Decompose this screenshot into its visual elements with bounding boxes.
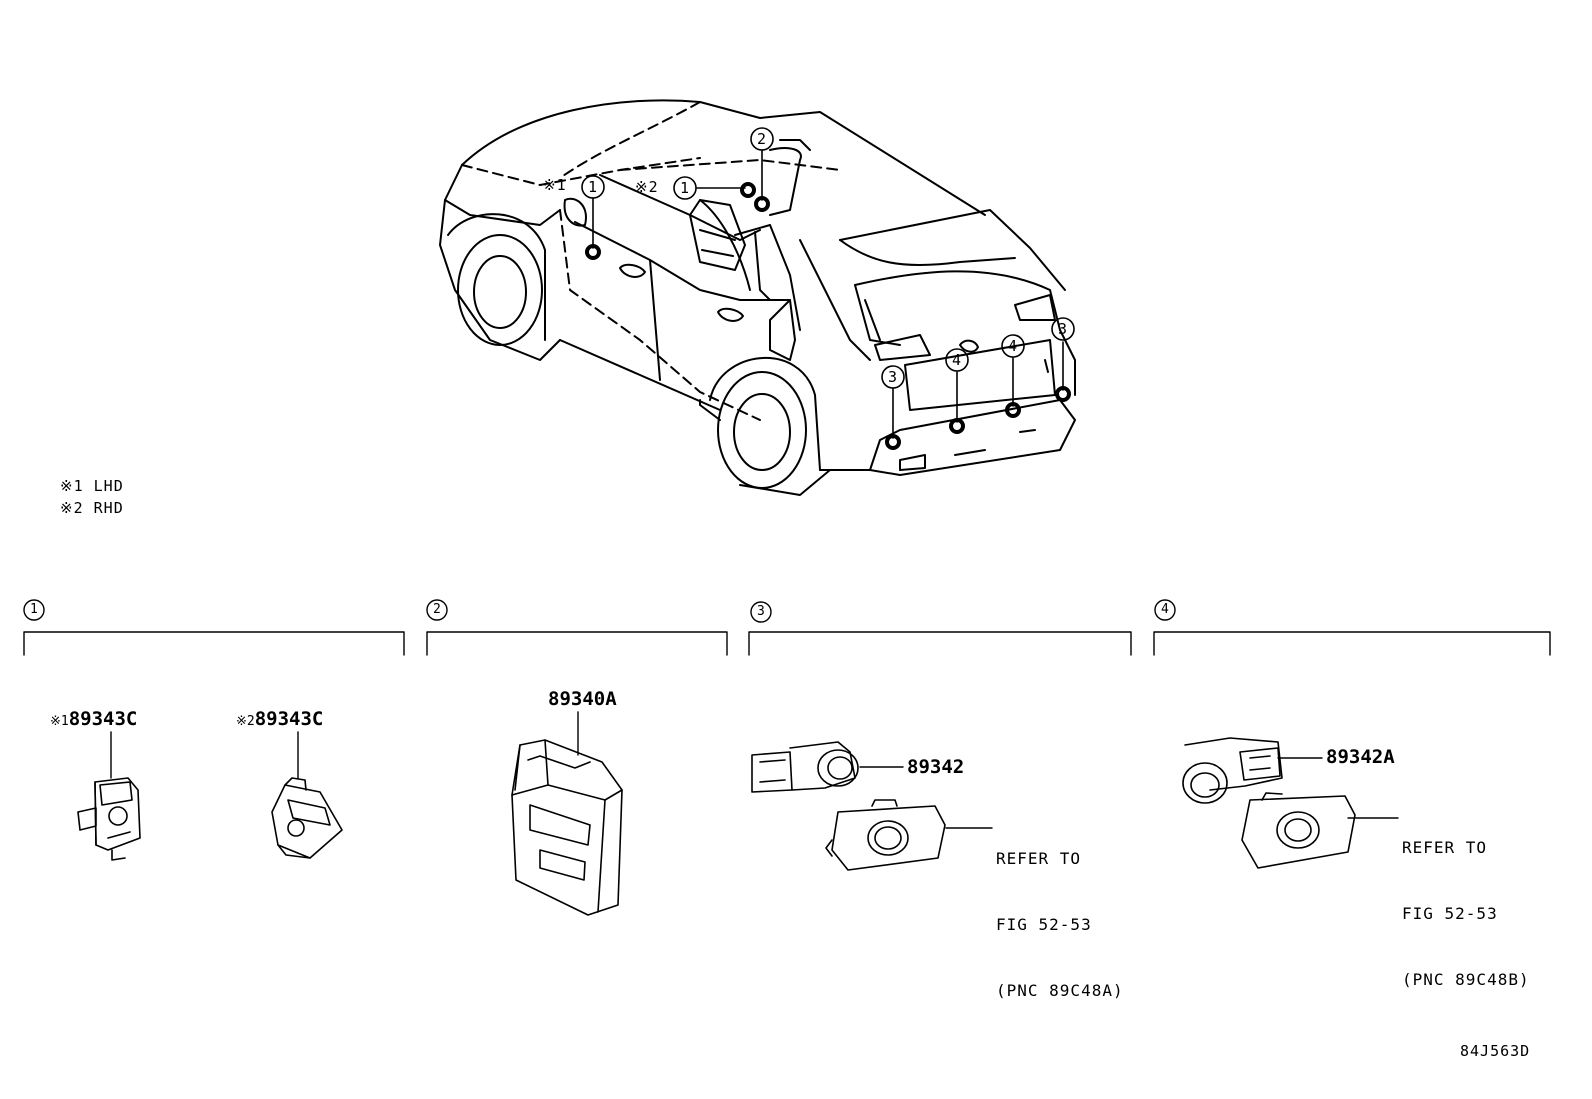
corner-sensor-icon: [751, 741, 946, 871]
group-circles: [23, 599, 1176, 623]
group-4-number: 4: [1161, 602, 1169, 617]
callout-4-left: 4: [952, 351, 963, 369]
sensor-location-dots: [585, 182, 1071, 450]
note-lhd-label: LHD: [93, 477, 124, 495]
sensor-dot-icon: [1005, 402, 1021, 418]
group-3-number: 3: [757, 604, 765, 619]
callout-leaders: [592, 149, 1064, 439]
sensor-dot-icon: [740, 182, 756, 198]
note-lhd-mark: ※1: [60, 477, 84, 495]
part-89343c-lhd-mark: ※1: [50, 714, 69, 729]
note-rhd-mark: ※2: [60, 499, 84, 517]
part-number-89340a: 89340A: [548, 688, 617, 710]
part-label-89343c-rhd: ※289343C: [236, 708, 323, 730]
part-number-89342a: 89342A: [1326, 746, 1395, 768]
callout-4-right: 4: [1008, 337, 1019, 355]
sensor-dot-icon: [1055, 386, 1071, 402]
note-rhd: ※2 RHD: [60, 499, 124, 517]
callout-3-left: 3: [888, 368, 899, 386]
ref-b-line3: (PNC 89C48B): [1402, 970, 1530, 989]
sensor-dot-icon: [754, 196, 770, 212]
reference-note-b: REFER TO FIG 52-53 (PNC 89C48B): [1402, 793, 1530, 1013]
group-1-number: 1: [30, 602, 38, 617]
sonar-ecu-icon: [511, 739, 623, 916]
back-sensor-icon: [1182, 737, 1356, 869]
ref-b-line1: REFER TO: [1402, 838, 1488, 857]
callout-2: 2: [757, 130, 768, 148]
vehicle-outline-icon: [439, 99, 1076, 496]
ref-a-line3: (PNC 89C48A): [996, 981, 1124, 1000]
ref-a-line2: FIG 52-53: [996, 915, 1092, 934]
ultrasonic-switch-lhd-icon: [77, 777, 141, 861]
part-number-89342: 89342: [907, 756, 965, 778]
callout-1-lhd: 1: [588, 178, 599, 196]
callout-3-right: 3: [1058, 320, 1069, 338]
reference-note-a: REFER TO FIG 52-53 (PNC 89C48A): [996, 804, 1124, 1024]
note-lhd: ※1 LHD: [60, 477, 124, 495]
sensor-dot-icon: [585, 244, 601, 260]
callout-rhd-mark: ※2: [635, 178, 659, 196]
callout-1-rhd: 1: [680, 179, 691, 197]
callout-lhd-mark: ※1: [543, 176, 567, 194]
callout-circles: [581, 127, 1075, 389]
group-2-number: 2: [433, 602, 441, 617]
drawing-code: 84J563D: [1460, 1042, 1531, 1060]
ref-a-line1: REFER TO: [996, 849, 1082, 868]
sensor-dot-icon: [949, 418, 965, 434]
part-89343c-rhd-number: 89343C: [254, 708, 324, 730]
part-89343c-lhd-number: 89343C: [68, 708, 138, 730]
ref-b-line2: FIG 52-53: [1402, 904, 1498, 923]
part-leaders: [110, 711, 1399, 829]
sensor-dot-icon: [885, 434, 901, 450]
part-89343c-rhd-mark: ※2: [236, 714, 255, 729]
ultrasonic-switch-rhd-icon: [271, 777, 343, 859]
note-rhd-label: RHD: [93, 499, 124, 517]
part-label-89343c-lhd: ※189343C: [50, 708, 137, 730]
group-brackets: [23, 631, 1551, 656]
